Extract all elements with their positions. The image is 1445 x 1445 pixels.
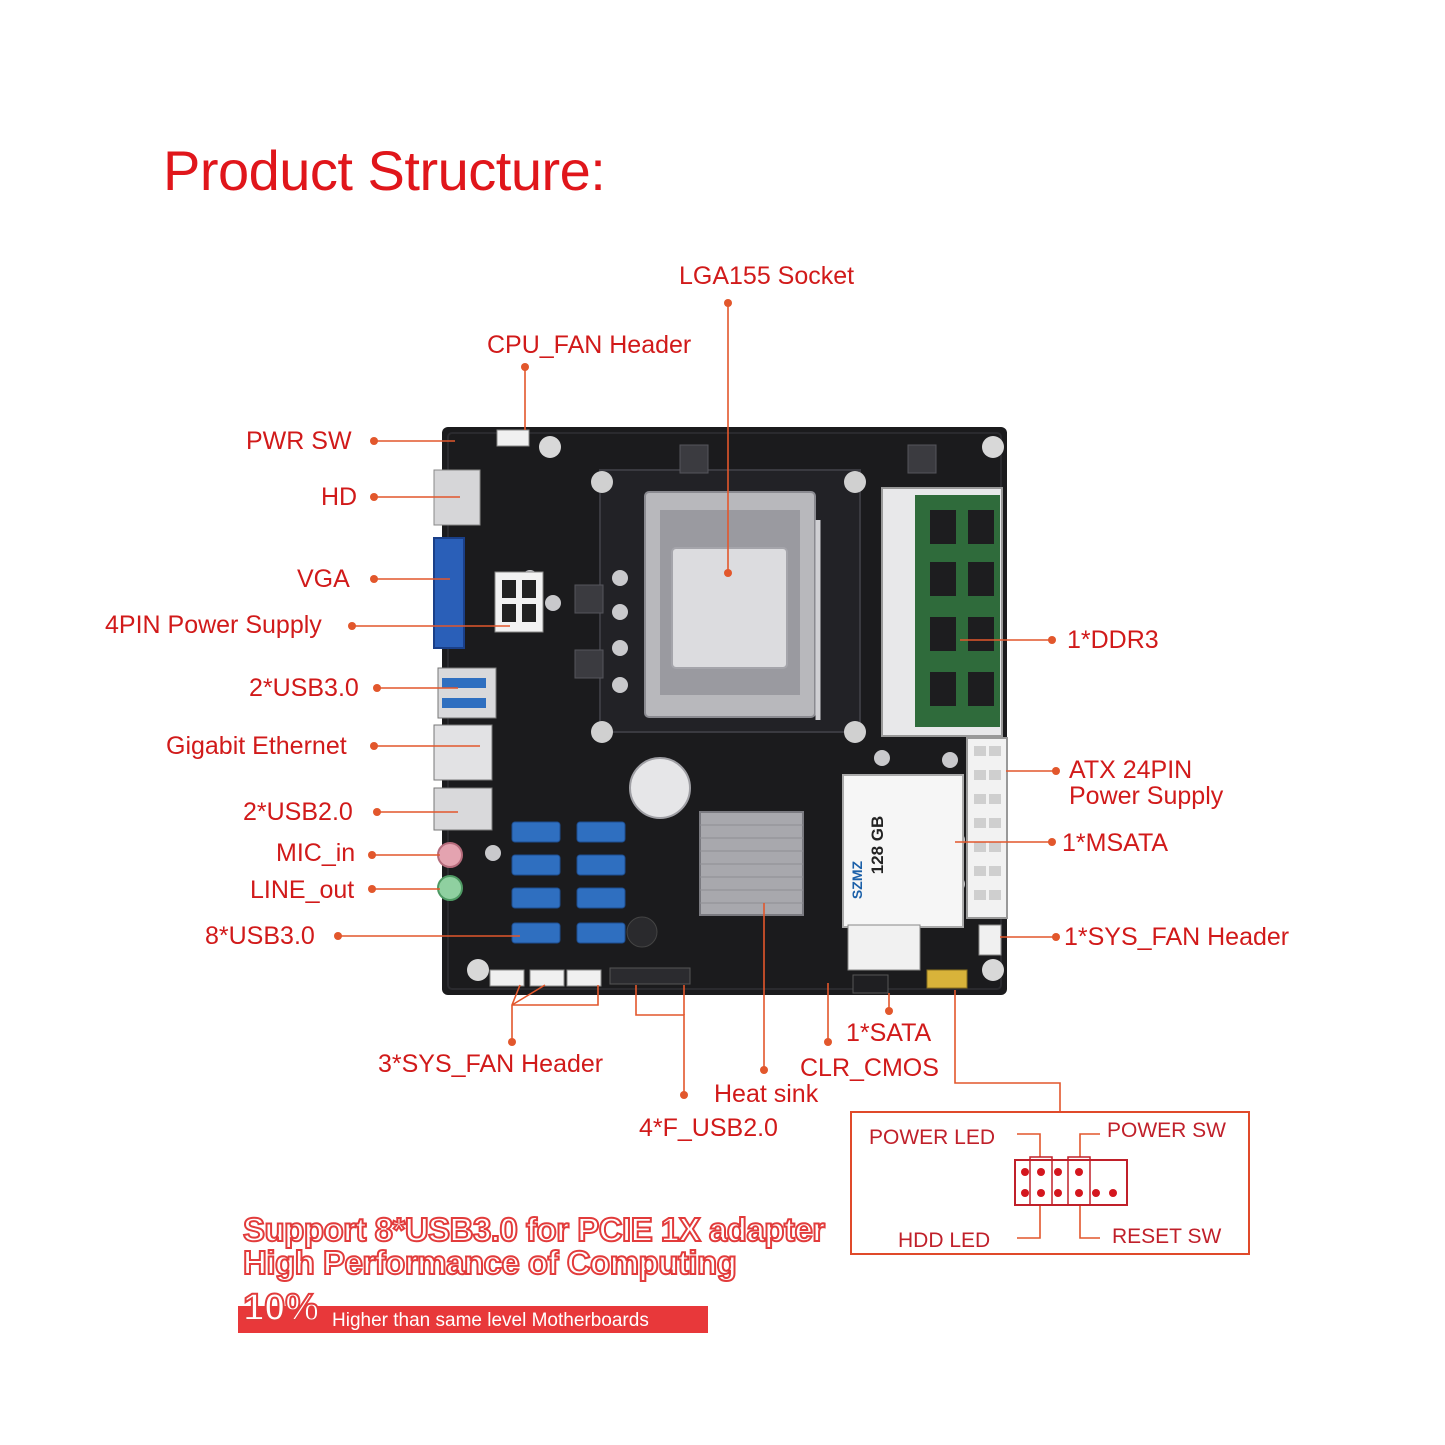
usb20-ports-2 bbox=[433, 787, 493, 831]
label-heat-sink: Heat sink bbox=[714, 1080, 819, 1108]
promo-banner bbox=[238, 1306, 708, 1333]
usb30-ports-2 bbox=[437, 667, 497, 719]
label-usb20-2: 2*USB2.0 bbox=[243, 798, 353, 826]
label-msata: 1*MSATA bbox=[1062, 829, 1169, 857]
page-title: Product Structure: bbox=[163, 139, 606, 202]
line-out-jack bbox=[437, 875, 463, 901]
label-pwr-sw: PWR SW bbox=[246, 427, 352, 455]
label-reset-sw: RESET SW bbox=[1112, 1225, 1222, 1248]
vrm-chokes bbox=[574, 444, 937, 679]
label-line-out: LINE_out bbox=[250, 876, 355, 904]
label-4pin-power: 4PIN Power Supply bbox=[105, 611, 322, 639]
usb30-ports-8 bbox=[511, 821, 626, 944]
label-f-usb20: 4*F_USB2.0 bbox=[639, 1114, 778, 1142]
promo-percent: 10% bbox=[242, 1286, 320, 1330]
front-panel-header bbox=[926, 969, 968, 989]
promo-line-2: High Performance of Computing bbox=[242, 1243, 738, 1282]
label-lga-socket: LGA155 Socket bbox=[679, 262, 855, 290]
sata-port bbox=[852, 974, 889, 994]
label-cpu-fan-header: CPU_FAN Header bbox=[487, 331, 692, 359]
mounting-holes bbox=[467, 436, 1004, 981]
front-panel-diagram bbox=[850, 1111, 1250, 1255]
label-usb30-2: 2*USB3.0 bbox=[249, 674, 359, 702]
label-atx-power-supply: Power Supply bbox=[1069, 782, 1224, 810]
label-clr-cmos: CLR_CMOS bbox=[800, 1054, 939, 1082]
ssd-brand-text: SZMZ bbox=[849, 861, 865, 900]
label-vga: VGA bbox=[297, 565, 350, 593]
promo-line-1: Support 8*USB3.0 for PCIE 1X adapter bbox=[242, 1210, 826, 1249]
label-sys-fan-3: 3*SYS_FAN Header bbox=[378, 1050, 604, 1078]
label-power-led: POWER LED bbox=[869, 1126, 996, 1149]
vga-port bbox=[433, 537, 465, 649]
msata-ssd bbox=[842, 774, 964, 928]
label-mic-in: MIC_in bbox=[276, 839, 356, 867]
buzzer bbox=[626, 916, 658, 948]
label-power-sw: POWER SW bbox=[1107, 1119, 1226, 1142]
cpu-chip bbox=[671, 547, 788, 669]
label-hdd-led: HDD LED bbox=[898, 1229, 991, 1252]
msata-slot bbox=[847, 924, 921, 971]
label-atx-24pin: ATX 24PIN bbox=[1069, 756, 1193, 784]
label-sata: 1*SATA bbox=[846, 1019, 932, 1047]
label-usb30-8: 8*USB3.0 bbox=[205, 922, 315, 950]
front-usb-header bbox=[609, 967, 691, 985]
promo-banner-text: Higher than same level Motherboards bbox=[332, 1310, 649, 1331]
label-ddr3: 1*DDR3 bbox=[1067, 626, 1159, 654]
cmos-battery bbox=[629, 757, 691, 819]
ethernet-port bbox=[433, 724, 493, 781]
label-sys-fan-1: 1*SYS_FAN Header bbox=[1064, 923, 1290, 951]
label-hd: HD bbox=[321, 483, 358, 511]
fan-headers bbox=[489, 429, 1002, 987]
ssd-capacity-text: 128 GB bbox=[868, 816, 887, 875]
label-gigabit-ethernet: Gigabit Ethernet bbox=[166, 732, 347, 760]
